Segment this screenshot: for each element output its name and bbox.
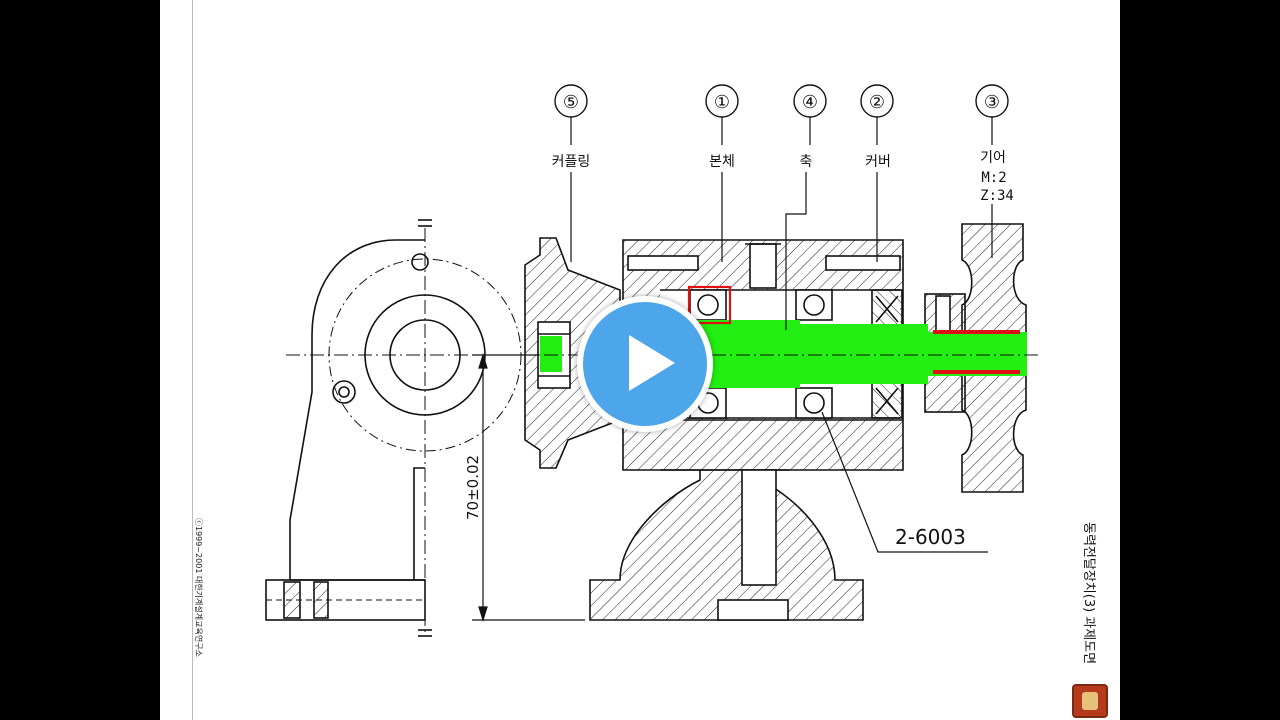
copyright-note: ⓒ1999~2001 대한기계설계교육연구소 <box>194 518 204 657</box>
dimension-text: 70±0.02 <box>464 455 482 520</box>
label-shaft: 축 <box>800 154 813 170</box>
part-balloons <box>554 84 1009 118</box>
red-markers <box>687 285 1020 374</box>
logo-mark <box>1082 692 1098 710</box>
label-gear: 기어 <box>980 150 1006 166</box>
balloon-3: ③ <box>984 92 1000 113</box>
dimension-line <box>472 352 585 623</box>
sheet-margin-line <box>192 0 193 720</box>
balloon-2: ② <box>869 92 885 113</box>
balloon-5: ⑤ <box>563 92 579 113</box>
balloon-4: ④ <box>802 92 818 113</box>
video-play-button[interactable] <box>577 296 713 432</box>
bearing-callout: 2-6003 <box>895 525 966 549</box>
front-section-view <box>524 223 1027 621</box>
label-cover: 커버 <box>865 154 891 170</box>
label-coupling: 커플링 <box>552 154 591 170</box>
gear-teeth: Z:34 <box>980 188 1014 204</box>
play-icon <box>629 335 675 391</box>
leader-lines <box>570 117 993 553</box>
label-body: 본체 <box>709 154 735 170</box>
balloon-1: ① <box>714 92 730 113</box>
logo-icon <box>1072 684 1108 718</box>
gear-module: M:2 <box>981 170 1006 186</box>
sheet-title: 동력전달장치(3) 과제도면 <box>1081 522 1096 664</box>
